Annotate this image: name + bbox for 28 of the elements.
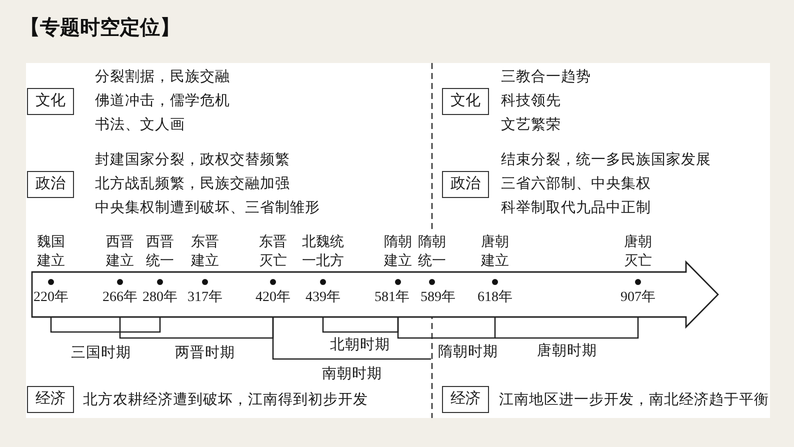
period-label: 唐朝时期 [537,342,597,361]
event-label: 隋朝统一 [417,233,447,271]
note-text: 科技领先 [501,92,562,111]
note-text: 三教合一趋势 [501,68,591,87]
note-text: 科举制取代九品中正制 [501,198,652,218]
note-text: 三省六部制、中央集权 [501,174,652,194]
title-text: 【专题时空定位】 [20,16,180,41]
note-text: 佛道冲击，儒学危机 [95,92,230,111]
note-text: 结束分裂，统一多民族国家发展 [501,150,711,170]
category-box: 政治 [442,170,489,198]
note-text: 封建国家分裂，政权交替频繁 [95,150,291,170]
category-box: 文化 [442,88,489,114]
category-box: 政治 [27,170,74,198]
note-text: 江南地区进一步开发，南北经济趋于平衡 [499,390,769,410]
period-label: 南朝时期 [322,365,382,384]
note-text: 中央集权制遭到破坏、三省制雏形 [95,199,320,218]
period-label: 三国时期 [71,344,131,363]
category-box: 经济 [27,386,74,413]
note-text: 北方战乱频繁，民族交融加强 [95,174,291,194]
note-text: 文艺繁荣 [501,116,562,135]
period-label: 北朝时期 [330,336,390,355]
note-text: 分裂割据，民族交融 [95,68,230,87]
period-label: 两晋时期 [175,344,235,363]
note-text: 北方农耕经济遭到破坏，江南得到初步开发 [83,390,368,410]
category-box: 文化 [27,88,74,114]
category-box: 经济 [442,386,489,413]
note-text: 书法、文人画 [95,116,186,135]
period-label: 隋朝时期 [438,343,498,362]
